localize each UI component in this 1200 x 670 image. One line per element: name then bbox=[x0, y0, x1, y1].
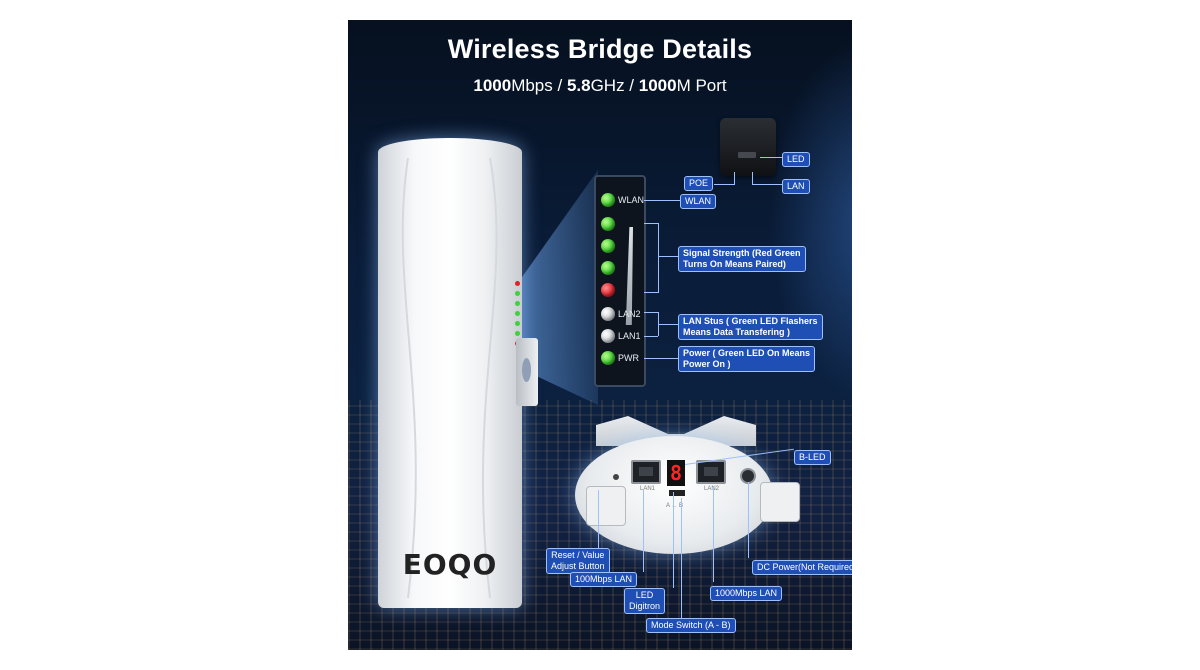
callout-line bbox=[658, 324, 678, 325]
base-flap-right bbox=[760, 482, 800, 522]
callout-poe: POE bbox=[684, 176, 714, 191]
callout-line bbox=[714, 184, 735, 185]
subtitle-part: 5.8 bbox=[566, 76, 591, 95]
callout-line bbox=[644, 292, 658, 293]
device-led-dot bbox=[514, 291, 520, 296]
device-led-dot bbox=[514, 281, 520, 286]
callout-line bbox=[644, 358, 678, 359]
callout-line bbox=[644, 223, 658, 224]
callout-text: Signal Strength (Red Green bbox=[683, 248, 801, 258]
led-label: PWR bbox=[618, 353, 639, 363]
callout-text: LED bbox=[635, 590, 654, 600]
led-indicator-panel: WLAN LAN2 LAN1 PWR bbox=[594, 175, 646, 387]
product-image-panel: Wireless Bridge Details 1000Mbps / 5.8GH… bbox=[348, 20, 852, 650]
subtitle-part: M Port bbox=[676, 76, 727, 95]
callout-led-digitron: LED Digitron bbox=[624, 588, 666, 614]
callout-line bbox=[713, 486, 714, 582]
callout-led: LED bbox=[782, 152, 810, 167]
led-digitron: 8 bbox=[667, 460, 685, 486]
callout-1000mbps-lan: 1000Mbps LAN bbox=[710, 586, 783, 601]
callout-signal-strength: Signal Strength (Red Green Turns On Mean… bbox=[678, 246, 806, 272]
wireless-bridge-device bbox=[378, 138, 522, 608]
led-label: LAN2 bbox=[618, 309, 641, 319]
led-signal-1 bbox=[601, 283, 615, 297]
callout-line bbox=[681, 498, 682, 618]
subtitle-part: 1000 bbox=[638, 76, 677, 95]
callout-line bbox=[644, 336, 658, 337]
subtitle-part: Mbps / bbox=[511, 76, 567, 95]
mode-switch[interactable] bbox=[669, 490, 685, 496]
callout-wlan: WLAN bbox=[680, 194, 717, 209]
callout-line bbox=[658, 256, 678, 257]
led-signal-2 bbox=[601, 261, 615, 275]
callout-text: Turns On Means Paired) bbox=[683, 259, 786, 269]
switch-label: A ← B bbox=[666, 503, 684, 509]
device-led-dot bbox=[514, 321, 520, 326]
callout-100mbps-lan: 100Mbps LAN bbox=[570, 572, 638, 587]
base-flap-left bbox=[586, 486, 626, 526]
reset-button[interactable] bbox=[613, 474, 619, 480]
callout-line bbox=[644, 200, 680, 201]
subtitle-part: 1000 bbox=[473, 76, 512, 95]
led-wlan bbox=[601, 193, 615, 207]
led-pwr bbox=[601, 351, 615, 365]
callout-lan-status: LAN Stus ( Green LED Flashers Means Data… bbox=[678, 314, 823, 340]
port-label: LAN2 bbox=[704, 486, 720, 492]
callout-text: LAN Stus ( Green LED Flashers bbox=[683, 316, 818, 326]
callout-text: Power On ) bbox=[683, 359, 731, 369]
device-led-dot bbox=[514, 301, 520, 306]
page-subtitle: 1000Mbps / 5.8GHz / 1000M Port bbox=[348, 76, 852, 96]
lan1-port bbox=[631, 460, 661, 484]
callout-line bbox=[752, 172, 753, 184]
led-signal-3 bbox=[601, 239, 615, 253]
led-signal-4 bbox=[601, 217, 615, 231]
callout-text: Adjust Button bbox=[551, 561, 605, 571]
brand-logo: EOQO bbox=[402, 548, 498, 581]
callout-dc-power: DC Power(Not Required) bbox=[752, 560, 852, 575]
led-lan1 bbox=[601, 329, 615, 343]
callout-b-led: B-LED bbox=[794, 450, 831, 465]
led-label: WLAN bbox=[618, 195, 645, 205]
device-led-dot bbox=[514, 311, 520, 316]
page-title: Wireless Bridge Details bbox=[447, 34, 753, 64]
callout-text: Reset / Value bbox=[551, 550, 605, 560]
port-label: LAN1 bbox=[640, 486, 656, 492]
callout-mode-switch: Mode Switch (A - B) bbox=[646, 618, 736, 633]
device-led-dot bbox=[514, 331, 520, 336]
led-label: LAN1 bbox=[618, 331, 641, 341]
callout-line bbox=[760, 157, 782, 158]
callout-lan: LAN bbox=[782, 179, 810, 194]
callout-line bbox=[748, 482, 749, 558]
callout-line bbox=[752, 184, 782, 185]
device-contour-lines bbox=[401, 157, 498, 599]
callout-line bbox=[734, 172, 735, 184]
callout-text: Means Data Transfering ) bbox=[683, 327, 791, 337]
led-lan2 bbox=[601, 307, 615, 321]
callout-line bbox=[658, 223, 659, 293]
callout-power: Power ( Green LED On Means Power On ) bbox=[678, 346, 816, 372]
callout-reset: Reset / Value Adjust Button bbox=[546, 548, 610, 574]
poe-adapter bbox=[720, 118, 776, 176]
callout-line bbox=[673, 492, 674, 588]
lan2-port bbox=[696, 460, 726, 484]
subtitle-part: GHz / bbox=[590, 76, 639, 95]
callout-line bbox=[644, 312, 658, 313]
mount-bracket bbox=[516, 338, 538, 406]
callout-line bbox=[643, 490, 644, 572]
callout-line bbox=[598, 490, 599, 548]
callout-text: Power ( Green LED On Means bbox=[683, 348, 811, 358]
callout-text: Digitron bbox=[629, 601, 661, 611]
signal-strength-icon bbox=[625, 227, 633, 325]
